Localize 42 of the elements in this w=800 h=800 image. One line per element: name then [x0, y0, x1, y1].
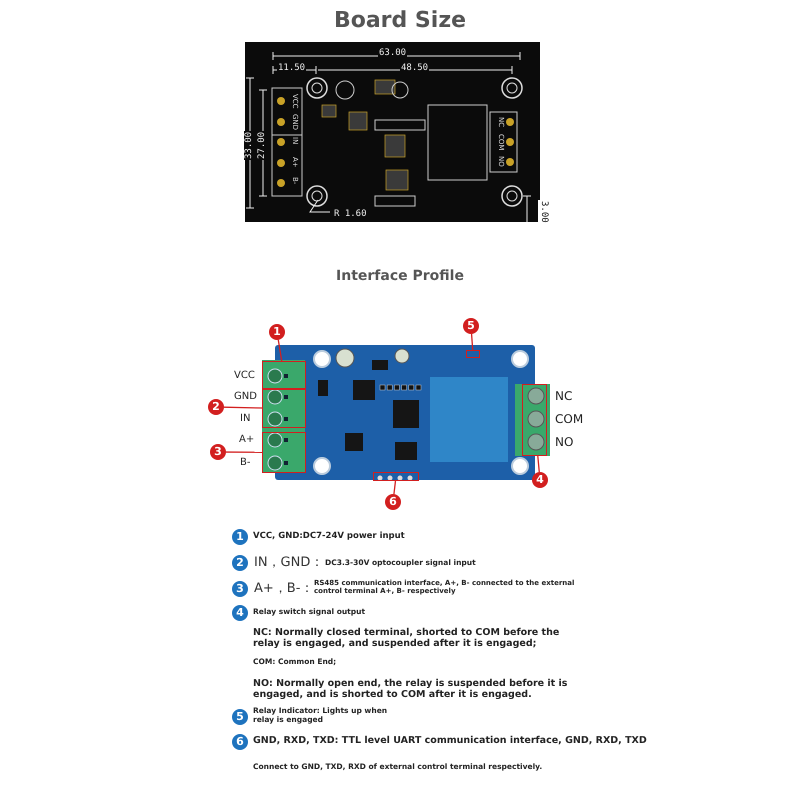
note-text: NC: Normally closed terminal, shorted to COM before the relay is engaged, and suspended after it is engaged;	[253, 627, 560, 650]
note-text: NO: Normally open end, the relay is suspended before it is engaged, and is shorted to COM after it is engaged.	[253, 678, 568, 701]
section-heading: Interface Profile	[336, 268, 464, 285]
terminal-label: NC	[555, 389, 572, 404]
dimension-value: 63.00	[378, 48, 408, 59]
leader-line	[278, 340, 282, 362]
terminal-label: B-	[240, 457, 250, 469]
highlight-frame	[373, 472, 419, 481]
step-number: 4	[232, 605, 248, 621]
highlight-frame	[262, 361, 306, 389]
terminal-label: VCC	[234, 370, 255, 382]
highlight-frame	[466, 350, 480, 358]
description-text: VCC, GND:DC7-24V power input	[253, 531, 405, 542]
step-number: 5	[232, 709, 248, 725]
terminal-label: IN	[240, 413, 250, 425]
terminal-label: GND	[234, 391, 257, 403]
description-text: IN，GND：	[254, 555, 324, 571]
leader-line	[224, 406, 262, 409]
step-number: 2	[232, 555, 248, 571]
step-number: 1	[232, 529, 248, 545]
terminal-label: A+	[239, 434, 254, 446]
callout-number: 6	[385, 494, 401, 510]
dimension-value: 3.00	[538, 200, 549, 224]
terminal-label: NO	[555, 435, 574, 450]
callout-number: 3	[210, 444, 226, 460]
terminal-label: COM	[555, 412, 584, 426]
highlight-frame	[262, 432, 306, 473]
leader-line	[470, 334, 474, 350]
description-text: GND, RXD, TXD: TTL level UART communication interface, GND, RXD, TXD	[253, 735, 647, 746]
leader-line	[393, 480, 396, 494]
highlight-frame	[522, 384, 547, 456]
step-number: 6	[232, 734, 248, 750]
callout-number: 2	[208, 399, 224, 415]
callout-number: 1	[269, 324, 285, 340]
leader-line	[226, 451, 262, 453]
page-title: Board Size	[334, 8, 466, 34]
leader-line	[537, 456, 540, 472]
highlight-frame	[262, 389, 306, 428]
step-number: 3	[232, 581, 248, 597]
callout-number: 5	[463, 318, 479, 334]
callout-number: 4	[532, 472, 548, 488]
description-text: A+，B-：	[254, 581, 314, 597]
